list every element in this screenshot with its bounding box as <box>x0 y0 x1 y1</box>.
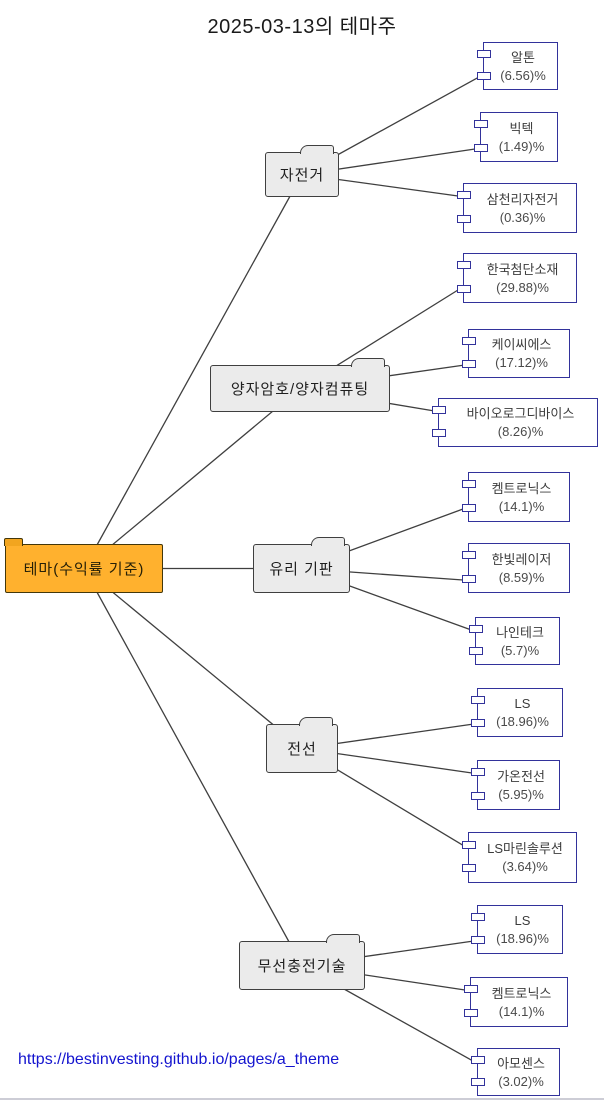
stock-node: 알톤 (6.56)% <box>477 42 558 90</box>
stock-name: LS <box>514 696 531 711</box>
component-port-icon <box>471 791 485 800</box>
theme-node-glass-substrate: 유리 기판 <box>253 537 350 593</box>
stock-return: (6.56)% <box>500 67 546 83</box>
component-port-icon <box>471 1055 485 1064</box>
stock-return: (18.96)% <box>496 714 549 729</box>
component-port-icon <box>474 120 488 129</box>
stock-return: (8.59)% <box>498 569 545 585</box>
component-port-icon <box>432 406 446 415</box>
component-port-icon <box>469 624 483 633</box>
stock-name: 켐트로닉스 <box>491 985 552 1001</box>
stock-name: 나인테크 <box>496 624 544 640</box>
component-port-icon <box>464 1008 478 1017</box>
stock-return: (8.26)% <box>497 424 544 439</box>
theme-label: 자전거 <box>279 167 325 184</box>
component-port-icon <box>457 261 471 270</box>
component-port-icon <box>462 840 476 849</box>
page-title: 2025-03-13의 테마주 <box>207 16 397 38</box>
theme-label: 전선 <box>287 741 317 758</box>
stock-name: 한국첨단소재 <box>486 261 559 277</box>
stock-name: 바이오로그디바이스 <box>466 406 575 421</box>
component-port-icon <box>462 551 476 560</box>
theme-node-quantum: 양자암호/양자컴퓨팅 <box>210 358 390 412</box>
folder-tab-icon <box>326 934 360 943</box>
stock-node: 바이오로그디바이스 (8.26)% <box>432 398 598 447</box>
component-port-icon <box>471 913 485 922</box>
stock-name: LS마린솔루션 <box>487 841 563 856</box>
stock-name: LS <box>514 913 531 928</box>
component-port-icon <box>432 428 446 437</box>
component-port-icon <box>462 864 476 873</box>
stock-name: 아모센스 <box>497 1055 545 1071</box>
stock-name: 한빛레이저 <box>491 551 552 567</box>
component-port-icon <box>474 143 488 152</box>
stock-node: LS (18.96)% <box>471 905 563 954</box>
stock-return: (14.1)% <box>498 498 545 514</box>
theme-label: 무선충전기술 <box>257 958 347 975</box>
folder-tab-icon <box>300 145 334 154</box>
component-port-icon <box>471 696 485 705</box>
stock-node: 삼천리자전거 (0.36)% <box>457 183 577 233</box>
stock-return: (5.95)% <box>498 786 544 802</box>
component-port-icon <box>477 49 491 58</box>
theme-label: 양자암호/양자컴퓨팅 <box>230 381 370 398</box>
component-port-icon <box>462 337 476 346</box>
component-port-icon <box>471 935 485 944</box>
root-theme-label: 테마(수익률 기준) <box>23 561 145 578</box>
component-port-icon <box>471 1078 485 1087</box>
stock-node: 한빛레이저 (8.59)% <box>462 543 570 593</box>
stock-node: 켐트로닉스 (14.1)% <box>462 472 570 522</box>
stock-name: 케이씨에스 <box>491 337 552 352</box>
component-port-icon <box>464 985 478 994</box>
stock-return: (3.02)% <box>498 1073 544 1089</box>
stock-name: 가온전선 <box>497 768 545 784</box>
component-port-icon <box>462 359 476 368</box>
stock-name: 알톤 <box>511 49 535 65</box>
stock-name: 켐트로닉스 <box>491 480 552 496</box>
theme-label: 유리 기판 <box>269 561 334 578</box>
stock-node: 케이씨에스 (17.12)% <box>462 329 570 378</box>
component-port-icon <box>471 718 485 727</box>
folder-tab-icon <box>4 538 24 546</box>
stock-name: 삼천리자전거 <box>486 191 559 207</box>
component-port-icon <box>462 574 476 583</box>
stock-return: (3.64)% <box>502 859 548 874</box>
stock-node: 가온전선 (5.95)% <box>471 760 560 810</box>
stock-node: 아모센스 (3.02)% <box>471 1048 560 1096</box>
component-port-icon <box>462 503 476 512</box>
source-url-link[interactable]: https://bestinvesting.github.io/pages/a_… <box>18 1051 340 1068</box>
stock-node: 한국첨단소재 (29.88)% <box>457 253 577 303</box>
stock-return: (5.7)% <box>500 642 540 658</box>
folder-tab-icon <box>311 537 345 546</box>
component-port-icon <box>457 191 471 200</box>
stock-return: (14.1)% <box>498 1003 545 1019</box>
bottom-divider <box>0 1098 604 1100</box>
stock-name: 빅텍 <box>509 120 534 136</box>
stock-return: (0.36)% <box>499 209 546 225</box>
theme-node-bicycle: 자전거 <box>265 145 339 197</box>
component-port-icon <box>471 768 485 777</box>
component-port-icon <box>462 480 476 489</box>
stock-node: LS마린솔루션 (3.64)% <box>462 832 577 883</box>
folder-tab-icon <box>351 358 385 367</box>
component-port-icon <box>457 284 471 293</box>
stock-return: (18.96)% <box>496 931 549 946</box>
theme-node-wireless-charging: 무선충전기술 <box>239 934 365 990</box>
stock-node: 빅텍 (1.49)% <box>474 112 558 162</box>
stock-return: (1.49)% <box>498 138 545 154</box>
component-port-icon <box>477 72 491 81</box>
stock-node: 나인테크 (5.7)% <box>469 617 560 665</box>
component-port-icon <box>469 647 483 656</box>
component-port-icon <box>457 214 471 223</box>
stock-node: LS (18.96)% <box>471 688 563 737</box>
stock-node: 켐트로닉스 (14.1)% <box>464 977 568 1027</box>
stock-return: (17.12)% <box>495 355 548 370</box>
folder-tab-icon <box>299 717 333 726</box>
theme-node-wires: 전선 <box>266 717 338 773</box>
stock-return: (29.88)% <box>496 279 549 295</box>
root-theme-node: 테마(수익률 기준) <box>4 538 163 593</box>
